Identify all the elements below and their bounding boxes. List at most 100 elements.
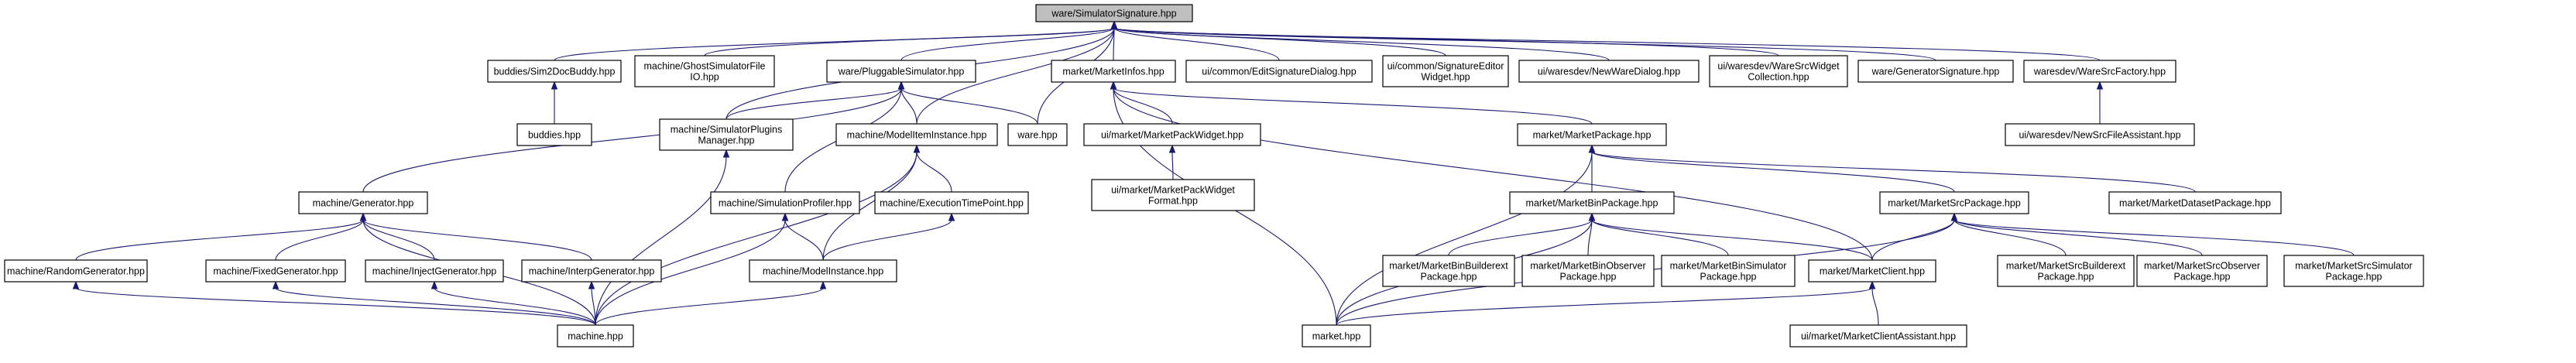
- node-newware[interactable]: ui/waresdev/NewWareDialog.hpp: [1518, 60, 1700, 83]
- edge-binbuildext-to-binpackage: [1448, 212, 1596, 256]
- node-label-line: market/MarketBinPackage.hpp: [1526, 198, 1658, 209]
- node-label-line: ware/SimulatorSignature.hpp: [1051, 9, 1176, 19]
- node-exectime[interactable]: machine/ExecutionTimePoint.hpp: [874, 191, 1029, 214]
- node-box: [1879, 191, 2029, 214]
- node-editsigdlg[interactable]: ui/common/EditSignatureDialog.hpp: [1185, 60, 1373, 83]
- node-marketclient[interactable]: market/MarketClient.hpp: [1808, 259, 1936, 283]
- node-profiler[interactable]: machine/SimulationProfiler.hpp: [710, 191, 860, 214]
- edge-srcbuildext-to-srcpackage: [1950, 212, 2067, 256]
- node-label-line: machine/FixedGenerator.hpp: [213, 266, 338, 277]
- edge-srcsimulator-to-srcpackage: [1950, 212, 2355, 256]
- node-box: [826, 60, 976, 83]
- edge-modelinst-to-exectime: [822, 212, 955, 261]
- node-box: [487, 60, 622, 83]
- node-label-line: Format.hpp: [1148, 196, 1198, 207]
- node-label-line: ui/waresdev/NewSrcFileAssistant.hpp: [2019, 130, 2180, 141]
- edge-marketclient-to-marketinfos: [1110, 80, 1873, 261]
- node-label-line: ui/market/MarketPackWidget.hpp: [1101, 130, 1243, 141]
- node-modelinst[interactable]: machine/ModelInstance.hpp: [749, 259, 897, 283]
- node-box: [1789, 324, 1967, 348]
- node-buddies[interactable]: buddies.hpp: [516, 123, 592, 146]
- node-label-line: market/MarketInfos.hpp: [1062, 67, 1164, 77]
- node-label-line: Manager.hpp: [698, 135, 755, 146]
- edge-markethpp-to-marketpackage: [1336, 144, 1596, 326]
- node-box: [1083, 123, 1261, 146]
- node-label-line: Widget.hpp: [1421, 72, 1470, 83]
- node-box: [1521, 255, 1655, 287]
- node-packwidget[interactable]: ui/market/MarketPackWidget.hpp: [1083, 123, 1261, 146]
- node-label-line: Package.hpp: [1421, 272, 1477, 283]
- node-label-line: machine/InterpGenerator.hpp: [529, 266, 655, 277]
- node-box: [205, 259, 346, 283]
- node-interpgen[interactable]: machine/InterpGenerator.hpp: [521, 259, 662, 283]
- node-fixedgen[interactable]: machine/FixedGenerator.hpp: [205, 259, 346, 283]
- node-label-line: ui/market/MarketPackWidget: [1111, 185, 1235, 196]
- node-box: [516, 123, 592, 146]
- node-label-line: buddies/Sim2DocBuddy.hpp: [494, 67, 616, 77]
- node-label-line: ui/market/MarketClientAssistant.hpp: [1801, 331, 1956, 342]
- node-generator[interactable]: machine/Generator.hpp: [298, 191, 428, 214]
- node-label-line: machine/ModelInstance.hpp: [763, 266, 883, 277]
- node-label-line: market/MarketBinObserver: [1530, 261, 1645, 272]
- node-label-line: market/MarketBinBuilderext: [1389, 261, 1508, 272]
- node-markethpp[interactable]: market.hpp: [1302, 324, 1371, 348]
- node-label-line: buddies.hpp: [528, 130, 581, 141]
- node-machinehpp[interactable]: machine.hpp: [557, 324, 634, 348]
- dependency-edges: [72, 20, 2355, 326]
- node-modeliteminst[interactable]: machine/ModelItemInstance.hpp: [835, 123, 998, 146]
- node-box: [874, 191, 1029, 214]
- node-warehpp[interactable]: ware.hpp: [1007, 123, 1068, 146]
- node-clientassist[interactable]: ui/market/MarketClientAssistant.hpp: [1789, 324, 1967, 348]
- node-box: [1382, 55, 1509, 87]
- node-newsrcfile[interactable]: ui/waresdev/NewSrcFileAssistant.hpp: [2005, 123, 2195, 146]
- node-gensig[interactable]: ware/GeneratorSignature.hpp: [1857, 60, 2014, 83]
- node-randomgen[interactable]: machine/RandomGenerator.hpp: [4, 259, 148, 283]
- node-marketinfos[interactable]: market/MarketInfos.hpp: [1051, 60, 1176, 83]
- node-binpackage[interactable]: market/MarketBinPackage.hpp: [1509, 191, 1675, 214]
- node-label-line: machine/ModelItemInstance.hpp: [847, 130, 987, 141]
- edge-sim2doc-to-root: [554, 20, 1118, 61]
- edge-modelinst-to-profiler: [781, 212, 824, 261]
- node-box: [2023, 60, 2176, 83]
- node-label-line: market/MarketSrcBuilderext: [2006, 261, 2126, 272]
- node-factory[interactable]: waresdev/WareSrcFactory.hpp: [2023, 60, 2176, 83]
- edge-machinehpp-to-profiler: [595, 212, 789, 326]
- node-label-line: Package.hpp: [2038, 272, 2094, 283]
- node-datasetpkg[interactable]: market/MarketDatasetPackage.hpp: [2108, 191, 2282, 214]
- node-label-line: market/MarketSrcPackage.hpp: [1888, 198, 2021, 209]
- node-injectgen[interactable]: machine/InjectGenerator.hpp: [365, 259, 504, 283]
- node-box: [557, 324, 634, 348]
- node-label-line: machine/InjectGenerator.hpp: [372, 266, 497, 277]
- node-sim2doc[interactable]: buddies/Sim2DocBuddy.hpp: [487, 60, 622, 83]
- node-pluggable[interactable]: ware/PluggableSimulator.hpp: [826, 60, 976, 83]
- node-box: [2136, 255, 2268, 287]
- node-box: [2005, 123, 2195, 146]
- node-label-line: market/MarketDatasetPackage.hpp: [2119, 198, 2271, 209]
- node-label-line: Package.hpp: [1560, 272, 1617, 283]
- node-marketpackage[interactable]: market/MarketPackage.hpp: [1517, 123, 1667, 146]
- edge-packwidgetfmt-to-packwidget: [1168, 144, 1176, 180]
- node-label-line: ware.hpp: [1017, 130, 1057, 141]
- edge-srcobserver-to-srcpackage: [1950, 212, 2203, 256]
- edge-editsigdlg-to-root: [1110, 20, 1280, 61]
- edge-fixedgen-to-generator: [275, 212, 367, 261]
- edge-ghost-to-root: [704, 20, 1118, 57]
- node-box: [1857, 60, 2014, 83]
- node-label-line: Collection.hpp: [1748, 72, 1809, 83]
- node-srcpackage[interactable]: market/MarketSrcPackage.hpp: [1879, 191, 2029, 214]
- node-box: [1661, 255, 1796, 287]
- node-root[interactable]: ware/SimulatorSignature.hpp: [1035, 4, 1193, 22]
- node-box: [2283, 255, 2424, 287]
